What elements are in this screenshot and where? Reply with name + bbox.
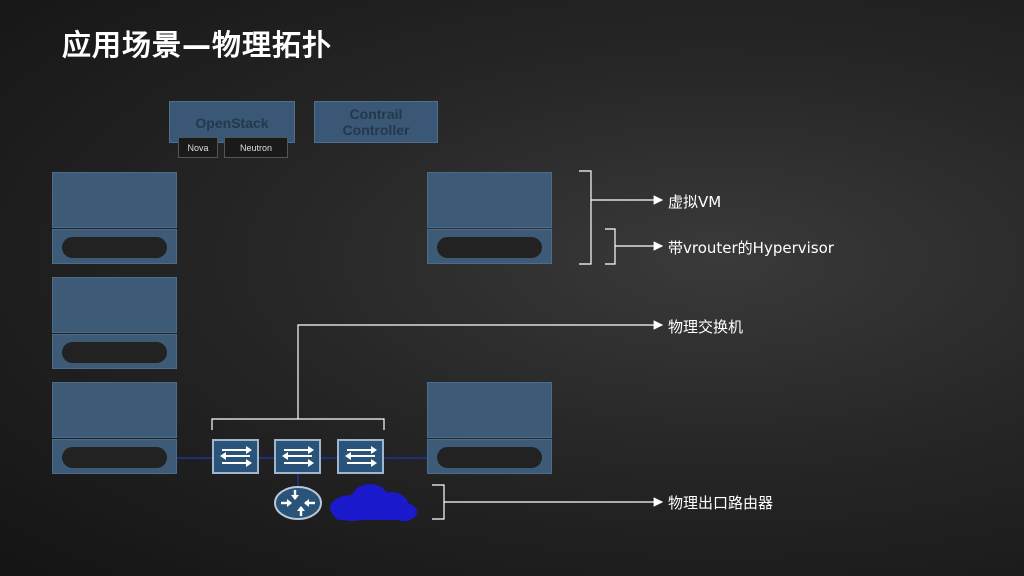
server-left-3 bbox=[52, 382, 177, 474]
switch-1 bbox=[212, 439, 259, 474]
contrail-controller-box: Contrail Controller bbox=[314, 101, 438, 143]
nova-box: Nova bbox=[178, 137, 218, 158]
label-vm: 虚拟VM bbox=[668, 193, 722, 211]
label-hypervisor: 带vrouter的Hypervisor bbox=[668, 239, 834, 257]
page-title: 应用场景—物理拓扑 bbox=[62, 28, 333, 62]
router-icon bbox=[274, 486, 322, 520]
vrouter-pill bbox=[437, 447, 542, 468]
vrouter-pill bbox=[62, 237, 167, 258]
switch-icon bbox=[345, 446, 377, 467]
switch-icon bbox=[220, 446, 252, 467]
openstack-box: OpenStack bbox=[169, 101, 295, 143]
switch-2 bbox=[274, 439, 321, 474]
cloud-icon bbox=[330, 484, 417, 521]
switch-arrow bbox=[297, 320, 664, 419]
server-right-1 bbox=[427, 172, 552, 264]
router-bracket bbox=[432, 484, 445, 520]
server-left-2 bbox=[52, 277, 177, 369]
server-right-2 bbox=[427, 382, 552, 474]
vm-block bbox=[427, 172, 552, 228]
hypervisor-bracket bbox=[605, 228, 616, 265]
vm-block bbox=[427, 382, 552, 438]
vrouter-pill bbox=[62, 447, 167, 468]
switch-3 bbox=[337, 439, 384, 474]
label-router: 物理出口路由器 bbox=[668, 494, 774, 512]
vm-block bbox=[52, 382, 177, 438]
switch-icon bbox=[282, 446, 314, 467]
label-switch: 物理交换机 bbox=[668, 318, 744, 336]
vm-block bbox=[52, 172, 177, 228]
server-left-1 bbox=[52, 172, 177, 264]
vm-block bbox=[52, 277, 177, 333]
neutron-box: Neutron bbox=[224, 137, 288, 158]
switch-bracket bbox=[211, 418, 385, 430]
openstack-label: OpenStack bbox=[195, 115, 269, 131]
vrouter-pill bbox=[437, 237, 542, 258]
vm-bracket bbox=[579, 170, 592, 265]
vrouter-pill bbox=[62, 342, 167, 363]
